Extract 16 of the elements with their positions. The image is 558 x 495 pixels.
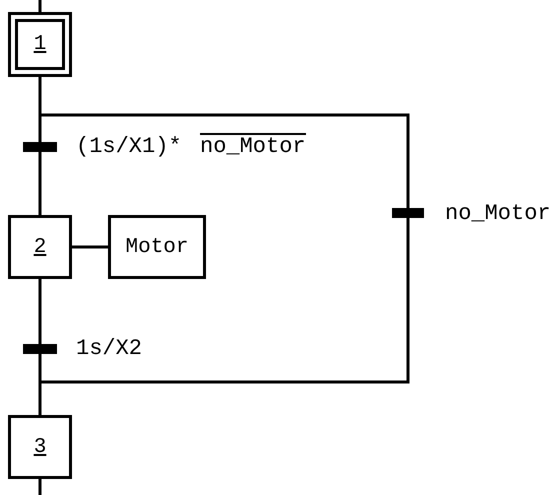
transition-bar xyxy=(23,142,57,152)
transition-bar xyxy=(23,344,57,354)
connector-line xyxy=(37,150,43,216)
transition-bar xyxy=(392,208,424,218)
transition-condition: no_Motor xyxy=(445,202,551,226)
step-box: 3 xyxy=(8,415,72,479)
connector-line xyxy=(37,0,43,14)
negated-condition-text: no_Motor xyxy=(200,133,306,159)
connector-line xyxy=(72,246,108,248)
step-box: 2 xyxy=(8,215,72,279)
transition-condition: 1s/X2 xyxy=(76,337,142,361)
transition-condition: (1s/X1)* xyxy=(76,135,182,159)
connector-line xyxy=(37,478,43,495)
initial-step-box: 1 xyxy=(8,12,72,77)
connector-line xyxy=(37,278,43,346)
action-box: Motor xyxy=(108,215,206,279)
